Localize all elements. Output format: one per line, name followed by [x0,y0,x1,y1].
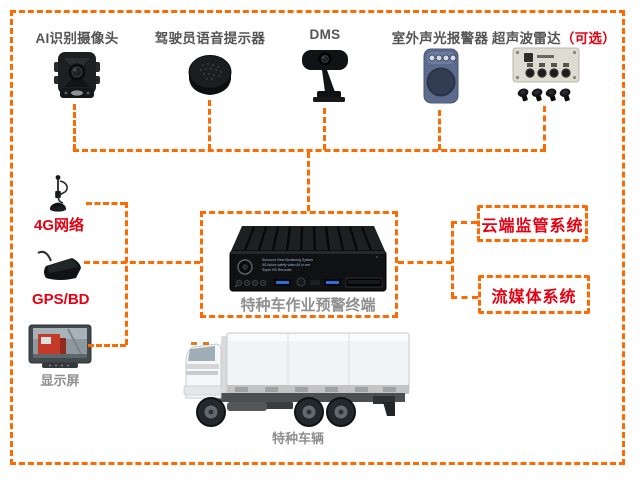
label-optional-tag: （可选） [560,31,617,46]
4g-antenna-icon [42,175,78,217]
label-gps-bd: GPS/BD [32,291,90,308]
ai-camera-icon [52,50,102,102]
label-display: 显示屏 [40,373,80,388]
outdoor-alarm-icon [421,47,461,107]
connector-drop-alarm [438,110,441,150]
label-ultrasonic-radar-text: 超声波雷达 [491,31,561,46]
label-dms: DMS [309,27,341,42]
label-outdoor-alarm: 室外声光报警器 [391,31,489,46]
terminal-panel-text-1: Surround View Monitoring System [262,258,313,262]
label-ultrasonic-radar: 超声波雷达（可选） [474,27,634,47]
connector-cloud-stub [451,221,477,224]
connector-drop-radar [543,106,546,150]
terminal-frame [200,211,398,318]
connector-stream-stub [451,296,478,299]
display-monitor-icon [28,324,92,372]
streaming-media-system-box: 流媒体系统 [478,275,590,314]
diagram-border [10,10,625,465]
vehicle-caption: 特种车辆 [271,431,324,446]
cloud-supervision-system-box: 云端监管系统 [477,205,588,242]
connector-4g-stub [86,202,126,205]
connector-display-stub [88,344,126,347]
label-voice-prompter: 驾驶员语音提示器 [154,31,266,46]
gps-antenna-icon [36,248,84,288]
label-ai-camera: AI识别摄像头 [35,31,119,46]
connector-right-link [398,261,452,264]
terminal-caption: 特种车作业预警终端 [240,297,376,314]
terminal-device-image: Surround View Monitoring System 5G Activ… [226,226,390,296]
connector-drop-voice [208,100,211,150]
connector-right-spine [451,222,454,298]
voice-prompter-icon [187,51,233,98]
connector-top-bus [73,149,546,152]
terminal-panel-text-2: 5G Active safety video All in one [262,263,310,267]
terminal-panel-text-3: Super HD Recorder [262,268,293,272]
connector-drop-dms [323,108,326,150]
connector-left-spine [125,202,128,345]
label-4g-network: 4G网络 [34,217,85,234]
connector-drop-ai-camera [73,104,76,150]
truck-image [183,330,413,428]
dms-camera-icon [301,46,349,106]
connector-gps-line [84,261,200,264]
connector-center-drop [307,152,310,211]
ultrasonic-radar-icon [511,46,581,104]
